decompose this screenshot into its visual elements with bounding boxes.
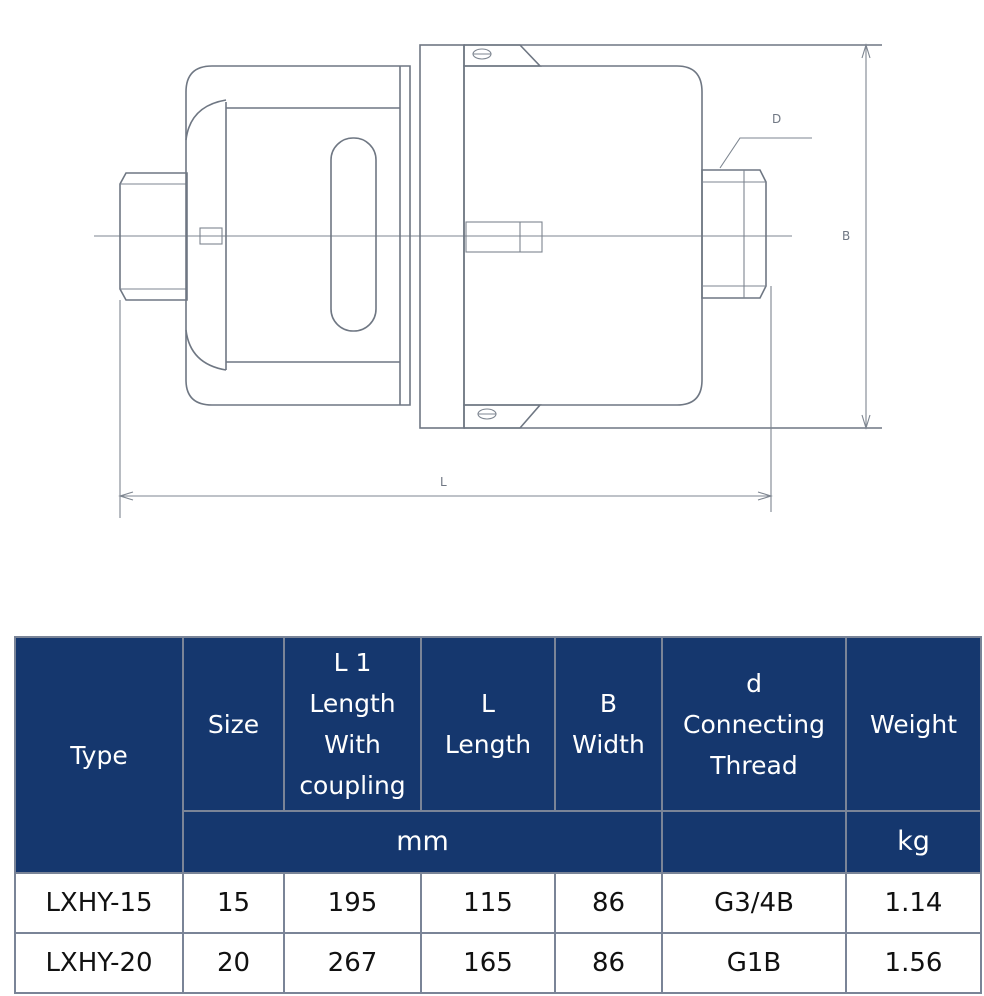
right-body [463,65,703,406]
bottom-bolt [463,404,542,429]
cell-l: 165 [420,932,556,994]
table-row: LXHY-20 20 267 165 86 G1B 1.56 [14,932,982,994]
cell-weight: 1.56 [845,932,982,994]
header-weight: Weight [845,636,982,812]
label-b: B [842,229,850,243]
cell-b: 86 [554,872,663,934]
cell-d: G3/4B [661,872,847,934]
flange [419,44,882,429]
header-d-line3: Thread [710,750,798,780]
header-l1-line4: coupling [299,771,406,800]
label-d: D [772,112,781,126]
l-dimension: L [118,286,773,518]
header-d-line1: d [746,668,762,698]
left-cap [185,65,411,406]
b-dimension: B [842,43,871,430]
unit-mm: mm [182,810,663,874]
top-bolt [463,44,542,67]
cell-l1: 267 [283,932,422,994]
cell-l1: 195 [283,872,422,934]
cell-l: 115 [420,872,556,934]
header-b-line1: B [599,689,618,718]
label-l: L [440,475,447,489]
left-coupling [119,172,188,301]
cell-weight: 1.14 [845,872,982,934]
header-l-line2: Length [444,730,532,759]
header-l1-line3: With [324,730,381,759]
cell-type: LXHY-15 [14,872,184,934]
header-l: L Length [420,636,556,812]
cell-b: 86 [554,932,663,994]
unit-kg: kg [845,810,982,874]
header-l1: L 1 Length With coupling [283,636,422,812]
d-leader: D [719,112,812,169]
table-row: LXHY-15 15 195 115 86 G3/4B 1.14 [14,872,982,934]
cell-size: 20 [182,932,285,994]
unit-empty [661,810,847,874]
cell-size: 15 [182,872,285,934]
sight-slot [330,137,377,332]
header-b: B Width [554,636,663,812]
cell-d: G1B [661,932,847,994]
header-b-line2: Width [572,730,645,759]
header-l1-line2: Length [309,689,396,718]
header-l1-line1: L 1 [333,648,372,677]
header-d: d Connecting Thread [661,636,847,812]
header-d-line2: Connecting [682,709,826,739]
spec-table: Type Size L 1 Length With coupling L Len… [14,636,982,994]
header-type: Type [14,636,184,874]
header-l-line1: L [481,689,495,718]
header-size: Size [182,636,285,812]
technical-drawing: D B L [94,43,882,518]
cell-type: LXHY-20 [14,932,184,994]
right-outlet [701,169,767,299]
